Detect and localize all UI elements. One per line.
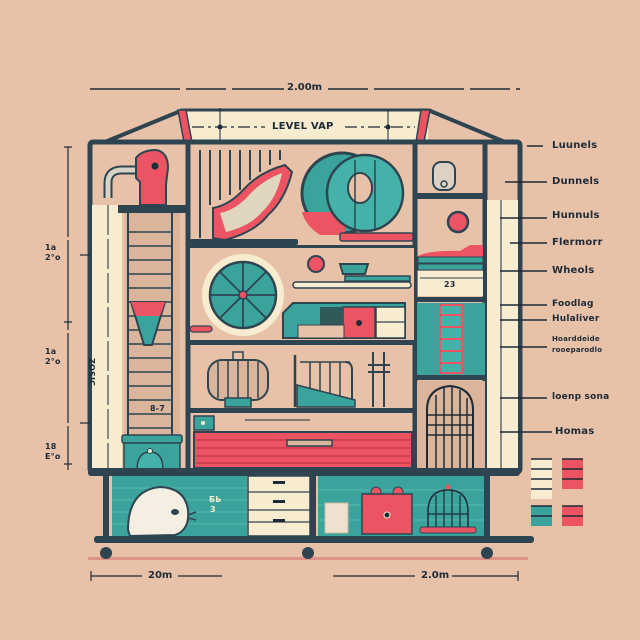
diagram-title: LEVEL VAP bbox=[272, 121, 334, 132]
callout-rooeparodlo: rooeparodlo bbox=[552, 346, 603, 354]
shelf-1 bbox=[190, 239, 298, 245]
ball-icon bbox=[307, 255, 325, 273]
roof bbox=[104, 108, 506, 144]
burrow-mark-1: БЬ bbox=[209, 495, 222, 504]
zone-vertical-label: ZOSIC bbox=[87, 358, 96, 387]
ladder-panel bbox=[417, 303, 485, 375]
platform bbox=[292, 281, 412, 289]
shelf-2 bbox=[188, 340, 415, 345]
callout-loenp-sona: loenp sona bbox=[552, 392, 610, 402]
hut-icon bbox=[121, 434, 183, 471]
bed-icon bbox=[417, 245, 484, 296]
shelf-3 bbox=[188, 408, 415, 413]
food-box-icon bbox=[361, 486, 413, 535]
callout-lines bbox=[500, 145, 552, 433]
left-dimension-line bbox=[64, 146, 90, 470]
burrow-mark-2: 3 bbox=[210, 505, 216, 514]
funnel-icon bbox=[129, 301, 167, 346]
cage-base bbox=[88, 468, 520, 476]
bottom-right-dimension-label: 2.0m bbox=[418, 570, 453, 581]
bottom-left-dimension-label: 20m bbox=[145, 570, 176, 581]
zone-column bbox=[92, 205, 122, 472]
legs bbox=[100, 472, 493, 559]
tube-icon bbox=[103, 148, 170, 206]
callout-homas: Homas bbox=[555, 426, 595, 437]
callout-wheols: Wheols bbox=[552, 265, 595, 276]
house-block-icon bbox=[282, 302, 406, 339]
small-cage-icon bbox=[419, 484, 477, 534]
bedding-icon bbox=[324, 502, 349, 534]
callout-foodlag: Foodlag bbox=[552, 299, 594, 309]
right-column bbox=[487, 200, 518, 470]
shelf-number-label: 23 bbox=[444, 280, 456, 289]
slide-icon bbox=[199, 150, 294, 242]
water-bottle-icon bbox=[432, 161, 456, 191]
legend-swatches bbox=[531, 458, 583, 526]
top-dimension-label: 2.00m bbox=[284, 82, 326, 93]
callout-dunnels: Dunnels bbox=[552, 176, 600, 187]
top-left-shelf bbox=[118, 205, 190, 213]
callout-flermorr: Flermorr bbox=[552, 237, 603, 248]
callout-hulaliver: Hulaliver bbox=[552, 314, 600, 324]
stairs-icon bbox=[293, 352, 390, 408]
callout-hunnuls: Hunnuls bbox=[552, 210, 600, 221]
carrier-icon bbox=[207, 351, 269, 408]
food-bowl-icon bbox=[338, 263, 411, 282]
callout-hoarddeide: Hoarddeide bbox=[552, 335, 600, 343]
tunnel-icon bbox=[300, 151, 414, 242]
wheel-icon bbox=[202, 254, 284, 336]
birdcage-icon bbox=[417, 381, 485, 469]
ladder-mark-label: 8-7 bbox=[150, 404, 166, 413]
callout-luunels: Luunels bbox=[552, 140, 598, 151]
hamster-icon bbox=[126, 485, 197, 538]
bottom-dimension-lines bbox=[90, 571, 519, 581]
ball-icon-2 bbox=[446, 210, 470, 234]
